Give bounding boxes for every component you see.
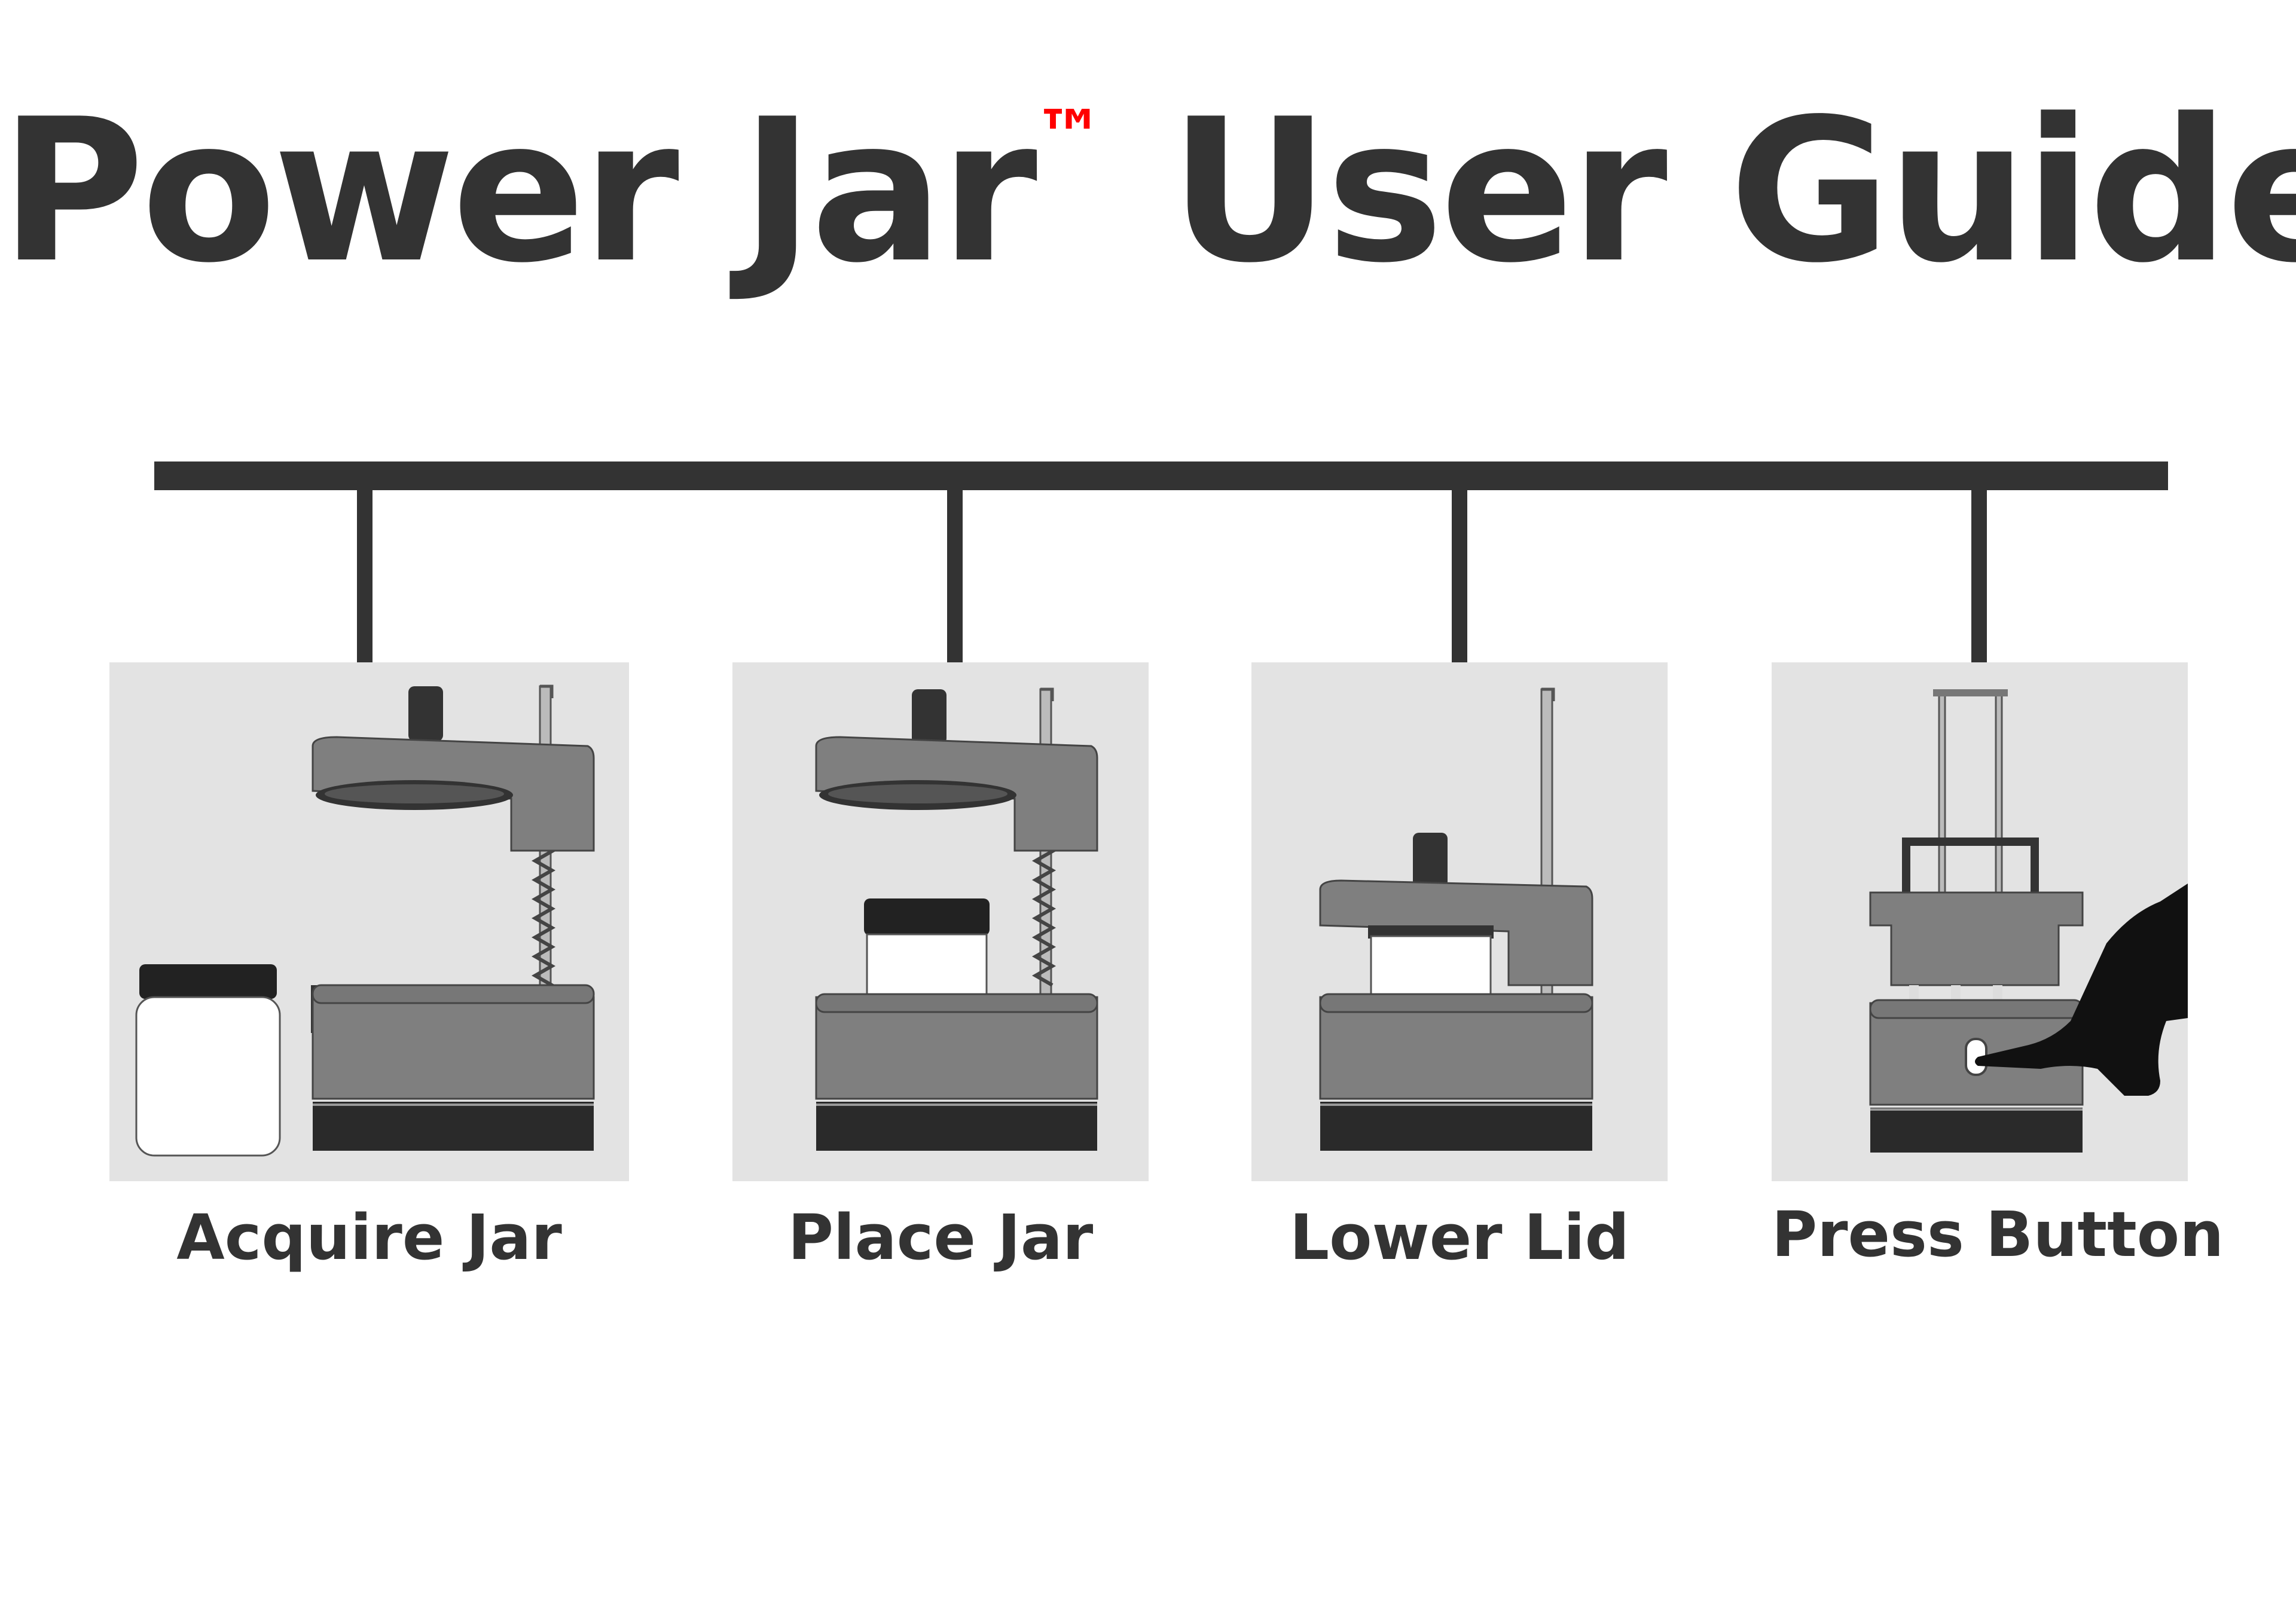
timeline-bar [154,461,2168,490]
step-panel-acquire-jar [109,662,629,1181]
timeline-drop-1 [357,490,373,664]
timeline-drop-3 [1452,490,1467,664]
pointing-hand-icon [1975,884,2188,1096]
machine-with-jar-icon [815,687,1098,1151]
step-illustration-place-jar [815,687,1098,1151]
step-panel-place-jar [732,662,1149,1181]
step-illustration-lower-lid [1319,687,1593,1151]
trademark-symbol: ™ [1034,94,1105,177]
step-label-lower-lid: Lower Lid [1289,1201,1630,1274]
title-rest: User Guide [1104,77,2296,306]
step-illustration-acquire-jar [135,684,595,1157]
machine-open-icon [311,684,595,1151]
timeline-drop-2 [947,490,963,664]
step-label-place-jar: Place Jar [787,1201,1094,1274]
step-label-acquire-jar: Acquire Jar [176,1201,562,1274]
step-illustration-press-button [1869,689,2188,1153]
page-title: Power Jar™ User Guide [0,84,2296,299]
jar-icon [135,964,281,1157]
timeline-drop-4 [1971,490,1987,664]
title-main: Power Jar [0,77,1037,306]
step-panel-press-button [1772,662,2188,1181]
step-panel-lower-lid [1251,662,1668,1181]
timeline-connector [154,461,2168,664]
machine-front-icon [1869,689,2084,1153]
machine-lid-lowered-icon [1319,687,1593,1151]
step-label-press-button: Press Button [1772,1198,2224,1271]
